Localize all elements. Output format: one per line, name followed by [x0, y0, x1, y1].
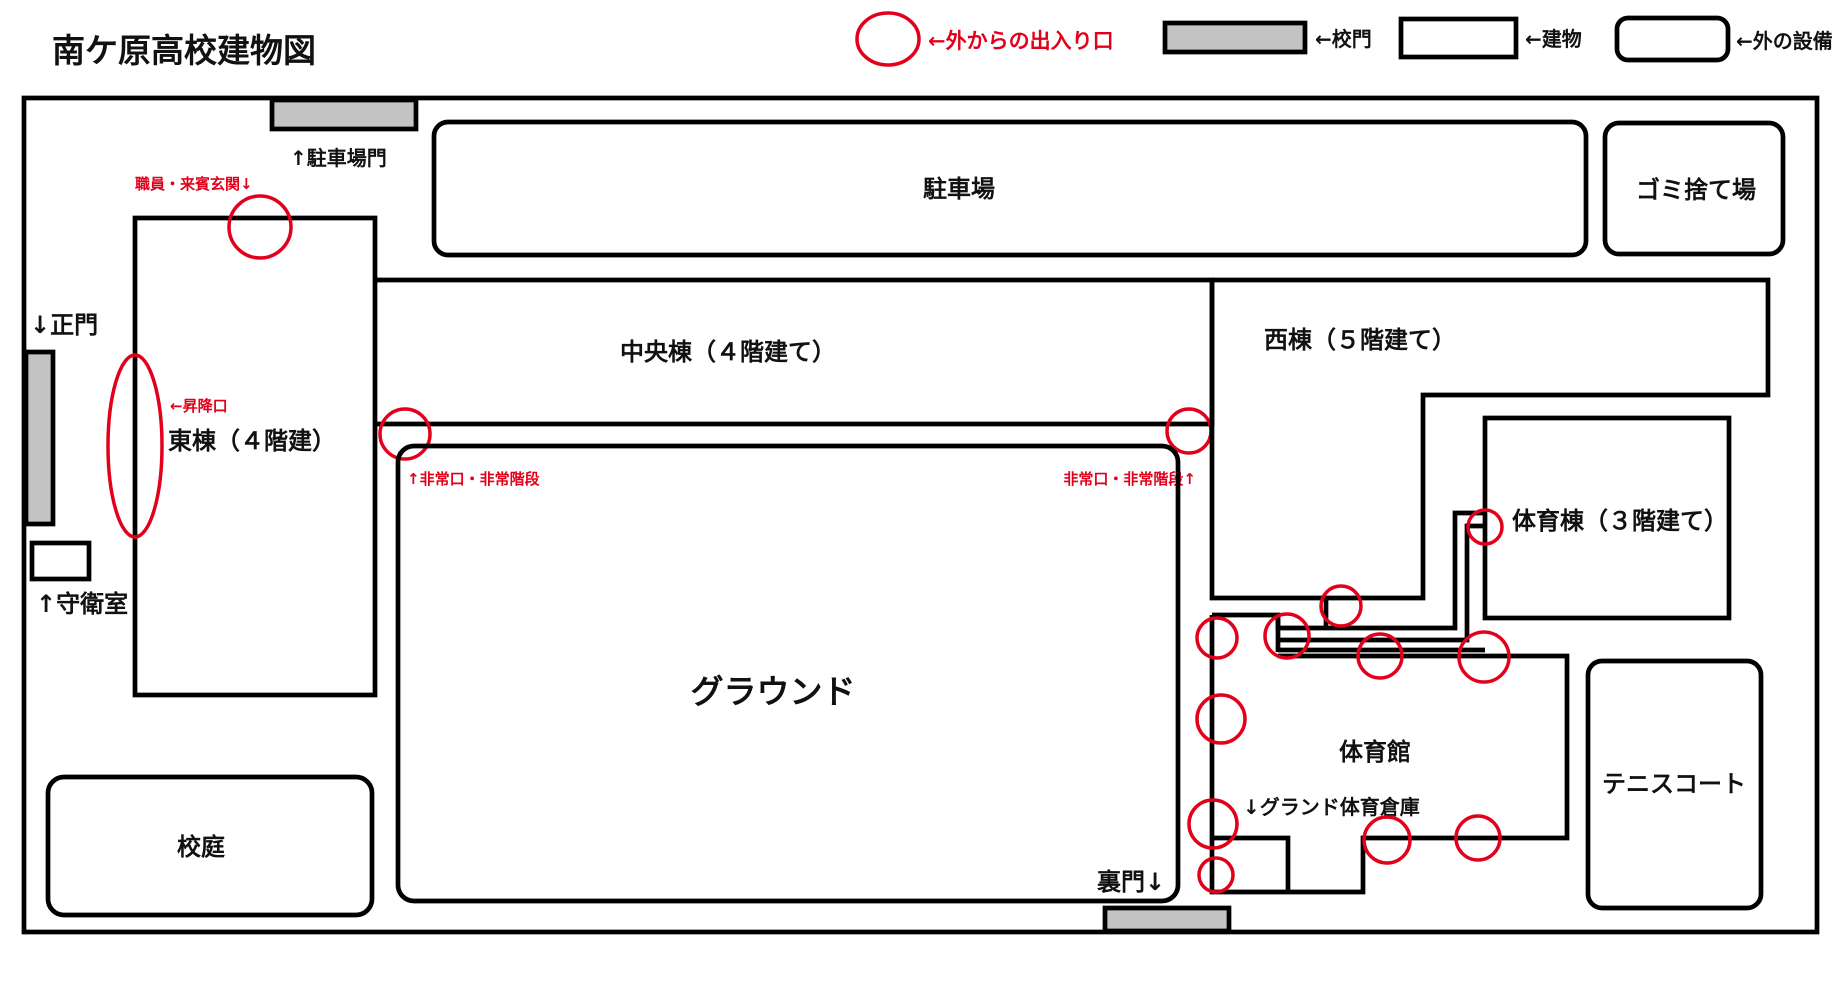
legend-gate-symbol [1162, 20, 1308, 55]
garbage-area [1602, 120, 1786, 257]
west-building [1209, 277, 1771, 601]
map-title: 南ケ原高校建物図 [52, 31, 316, 70]
legend-exit-label: ←外からの出入り口 [928, 29, 1114, 53]
pe-building-label: 体育棟（３階建て） [1512, 507, 1728, 535]
parking-lot [431, 119, 1589, 258]
east-building-label: 東棟（４階建） [168, 427, 336, 455]
legend-facility-symbol [1614, 15, 1731, 63]
staff-entrance-label: 職員・来賓玄関↓ [135, 175, 253, 193]
ground-storage-label: ↓グランド体育倉庫 [1243, 795, 1420, 819]
gym-north-exit-marker [1356, 632, 1404, 680]
legend-gate-label: ←校門 [1315, 27, 1372, 51]
gym-west-exit-marker-2 [1195, 693, 1247, 745]
east-entrance-label: ←昇降口 [170, 397, 228, 415]
east-building [132, 215, 378, 698]
emergency-exit-left-label: ↑非常口・非常階段 [407, 470, 540, 488]
pe-building-exit-marker [1466, 508, 1504, 546]
ground-label: グラウンド [691, 672, 856, 711]
main-gate [23, 349, 56, 527]
legend-building-label: ←建物 [1525, 27, 1582, 51]
back-gate-label: 裏門↓ [1096, 868, 1165, 896]
ground-storage [1212, 835, 1291, 892]
staff-entrance-marker [227, 194, 293, 260]
parking-gate [269, 97, 419, 132]
ground [395, 443, 1181, 904]
parking-gate-label: ↑駐車場門 [290, 146, 387, 170]
legend: ←外からの出入り口 ←校門 ←建物 ←外の設備 [855, 11, 1833, 67]
corridor-pe-upper [1278, 523, 1485, 643]
emergency-exit-right-marker [1165, 407, 1213, 455]
main-gate-label: ↓正門 [30, 311, 98, 339]
west-building-label: 西棟（５階建て） [1264, 326, 1456, 354]
gym-west-exit-marker-3 [1187, 798, 1239, 850]
guard-room [29, 540, 92, 582]
garbage-label: ゴミ捨て場 [1636, 176, 1756, 204]
connecting-corridors [1212, 510, 1485, 653]
east-entrance-marker [106, 353, 164, 539]
parking-label: 駐車場 [923, 175, 995, 203]
corridor-exit-marker [1319, 584, 1363, 628]
corridor-west [1212, 510, 1485, 631]
central-building-label: 中央棟（４階建て） [620, 338, 836, 366]
gymnasium-label: 体育館 [1339, 738, 1411, 766]
emergency-exit-left-marker [378, 407, 432, 461]
legend-facility-label: ←外の設備 [1736, 29, 1833, 53]
gym-south-exit-marker-2 [1454, 814, 1502, 862]
gym-storage-exit-marker [1197, 856, 1235, 894]
tennis-court-label: テニスコート [1602, 770, 1746, 798]
gym-exit-markers [1187, 508, 1511, 894]
back-gate [1102, 905, 1232, 934]
emergency-exit-right-label: 非常口・非常階段↑ [1063, 470, 1196, 488]
guard-room-label: ↑守衛室 [36, 590, 128, 618]
gym-south-exit-marker-1 [1362, 815, 1412, 865]
gym-northeast-exit-marker [1457, 630, 1511, 684]
tennis-court [1585, 658, 1764, 911]
courtyard [45, 774, 375, 918]
gym-west-exit-marker-1 [1195, 616, 1239, 660]
pe-building [1482, 415, 1732, 621]
legend-exit-symbol [855, 11, 921, 67]
legend-building-symbol [1398, 16, 1519, 60]
corridor-west-exit-marker [1263, 612, 1311, 660]
courtyard-label: 校庭 [177, 833, 225, 861]
